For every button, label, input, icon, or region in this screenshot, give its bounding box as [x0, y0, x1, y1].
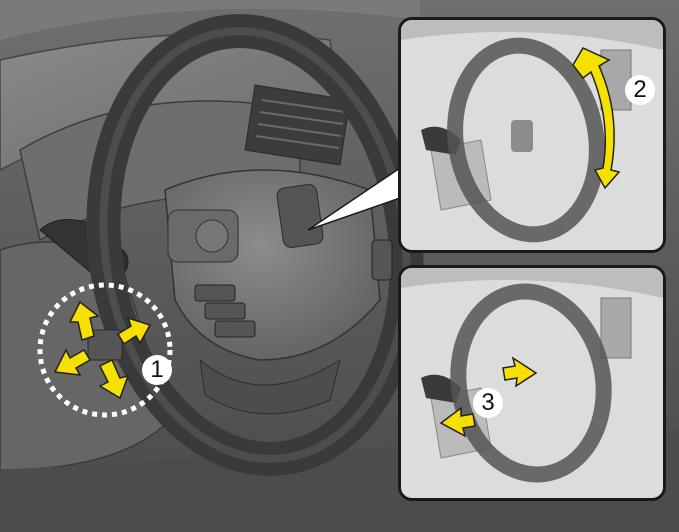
lever-highlight-circle	[37, 282, 173, 418]
tilt-arrow-icon	[572, 47, 621, 190]
telescope-inset: 3	[398, 265, 666, 501]
tilt-inset: 2	[398, 17, 666, 253]
telescope-out-arrow-icon	[502, 356, 538, 388]
release-lever	[87, 329, 123, 361]
callout-badge-2: 2	[625, 75, 655, 105]
tilt-illustration	[401, 20, 663, 250]
arrow-left-icon	[53, 348, 92, 376]
telescope-in-arrow-icon	[439, 406, 476, 438]
air-vent	[244, 84, 351, 166]
arrow-right-icon	[116, 316, 152, 346]
telescope-arrows	[439, 356, 538, 438]
adjustment-arrows	[53, 300, 152, 400]
callout-badge-3: 3	[473, 388, 503, 418]
arrow-down-icon	[98, 358, 130, 400]
arrow-up-icon	[68, 300, 100, 341]
telescope-illustration	[401, 268, 663, 498]
callout-badge-1: 1	[142, 355, 172, 385]
